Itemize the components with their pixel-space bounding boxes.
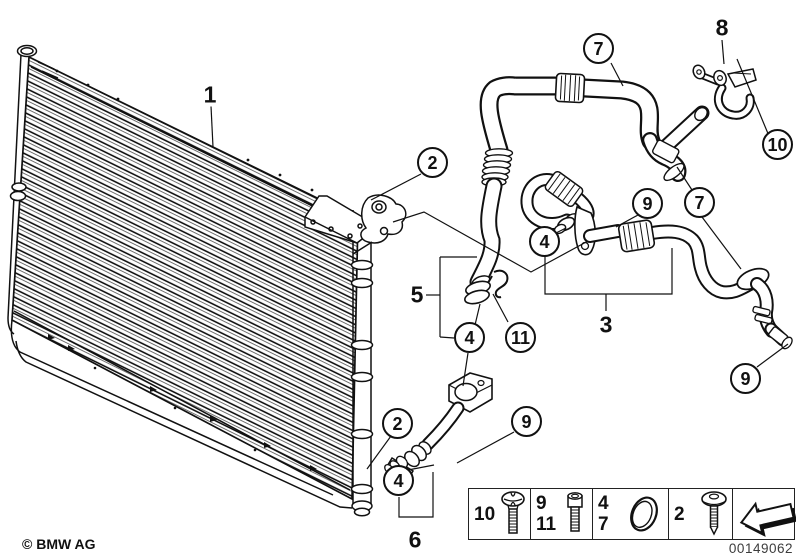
legend-cell-10: 10 (469, 489, 531, 539)
legend-cell-9-11: 9 11 (531, 489, 593, 539)
callout-label-1[interactable]: 1 (201, 81, 219, 108)
callout-circle-4-bottom[interactable]: 4 (383, 465, 414, 496)
center-hose (464, 177, 509, 305)
diagram-number: 00149062 (728, 541, 793, 556)
flange-head-screw-icon (698, 490, 730, 538)
pan-head-screw-icon (498, 490, 528, 538)
copyright-notice: © BMW AG (22, 536, 96, 552)
callout-circle-4-right[interactable]: 4 (529, 226, 560, 257)
callout-circle-9-bottom-right[interactable]: 9 (730, 363, 761, 394)
fastener-legend: 10 9 11 4 7 (468, 488, 797, 540)
legend-cell-arrow (733, 489, 797, 539)
callout-circle-9-left[interactable]: 9 (511, 406, 542, 437)
legend-number: 11 (536, 514, 557, 535)
loop-sleeve (544, 170, 584, 208)
callout-circle-10[interactable]: 10 (762, 129, 793, 160)
face-dots (55, 69, 314, 452)
legend-number: 4 (598, 493, 609, 514)
callout-circle-7-top[interactable]: 7 (583, 33, 614, 64)
direction-arrow-icon (734, 490, 796, 538)
callout-circle-2-bottom[interactable]: 2 (382, 408, 413, 439)
o-ring-icon (622, 490, 666, 538)
callout-circle-11[interactable]: 11 (505, 322, 536, 353)
legend-cell-4-7: 4 7 (593, 489, 669, 539)
upper-hose (479, 72, 710, 187)
callout-label-3[interactable]: 3 (597, 311, 615, 338)
callout-label-8[interactable]: 8 (713, 14, 731, 41)
band-ticks (48, 334, 317, 471)
legend-number: 2 (674, 503, 685, 525)
callout-circle-9-mid[interactable]: 9 (632, 188, 663, 219)
radiator (7, 44, 407, 517)
legend-number: 10 (474, 503, 496, 525)
callout-circle-4-center[interactable]: 4 (454, 322, 485, 353)
legend-number: 9 (536, 493, 547, 514)
leader-lines (210, 39, 789, 518)
hose-sleeve (554, 72, 586, 104)
legend-number: 7 (598, 514, 609, 535)
callout-label-5[interactable]: 5 (408, 281, 426, 308)
radiator-outlet-fitting (352, 194, 407, 255)
lower-right-hose (736, 267, 793, 350)
callout-label-6[interactable]: 6 (406, 526, 424, 553)
straight-sleeve (617, 219, 656, 253)
hose-clamp (493, 269, 509, 299)
socket-head-screw-icon (560, 490, 590, 538)
elbow-fitting (642, 132, 687, 182)
callout-circle-2-top[interactable]: 2 (417, 147, 448, 178)
mounting-bracket-8 (692, 64, 757, 120)
legend-cell-2: 2 (669, 489, 733, 539)
callout-circle-7-mid[interactable]: 7 (684, 187, 715, 218)
loop-hose-assembly (520, 170, 757, 300)
